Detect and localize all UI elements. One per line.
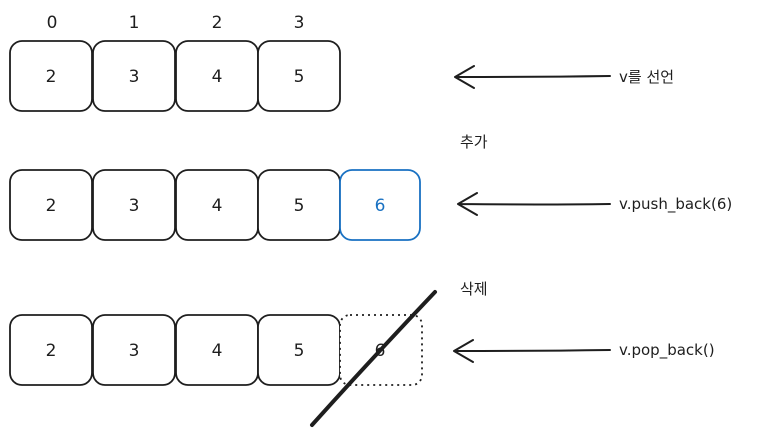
pop-value-2: 4 (212, 341, 223, 361)
declare-arrow (454, 65, 611, 89)
index-labels: 0 1 2 3 (47, 13, 305, 33)
push-annotation: v.push_back(6) (619, 195, 732, 214)
push-title: 추가 (460, 133, 488, 151)
pop-arrow (453, 339, 611, 363)
push-arrow (457, 192, 611, 216)
index-label-3: 3 (294, 13, 305, 33)
pop-value-0: 2 (46, 341, 57, 361)
push-new-cell (339, 169, 421, 241)
declare-annotation: v를 선언 (619, 68, 674, 86)
declare-value-3: 5 (294, 67, 305, 87)
pop-annotation: v.pop_back() (619, 341, 715, 360)
push-value-2: 4 (212, 196, 223, 216)
declare-value-1: 3 (129, 67, 140, 87)
pop-value-1: 3 (129, 341, 140, 361)
push-value-1: 3 (129, 196, 140, 216)
declare-cell-0 (9, 40, 93, 112)
declare-value-0: 2 (46, 67, 57, 87)
pop-cell-0 (9, 314, 93, 386)
index-label-2: 2 (212, 13, 223, 33)
declare-cell-1 (92, 40, 176, 112)
index-label-0: 0 (47, 13, 58, 33)
row-push: 추가 2 3 4 5 6 v.push_back(6) (9, 133, 732, 241)
push-value-0: 2 (46, 196, 57, 216)
push-new-value: 6 (375, 196, 386, 216)
pop-title: 삭제 (460, 280, 488, 298)
push-value-3: 5 (294, 196, 305, 216)
row-declare: 2 3 4 5 v를 선언 (9, 40, 674, 112)
pop-cell-1 (92, 314, 176, 386)
pop-value-3: 5 (294, 341, 305, 361)
row-pop: 삭제 2 3 4 5 6 v.pop_back() (9, 280, 715, 427)
index-label-1: 1 (129, 13, 140, 33)
push-cell-0 (9, 169, 93, 241)
declare-value-2: 4 (212, 67, 223, 87)
pop-strikethrough (310, 290, 437, 427)
declare-cell-3 (257, 40, 341, 112)
push-cell-1 (92, 169, 176, 241)
